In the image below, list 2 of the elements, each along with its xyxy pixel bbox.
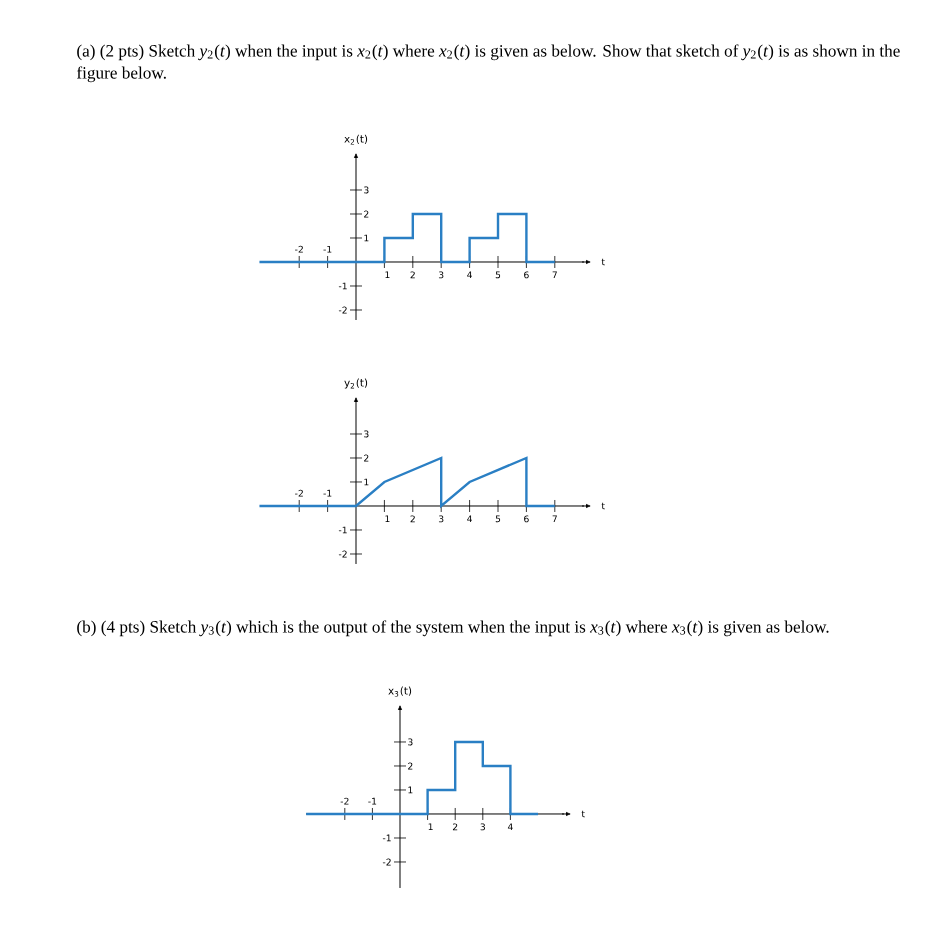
question-text: (a) (2 pts) Sketch y$_{2}$(t) when the input is x$_{2}$(t) where x$_{2}$(t) is given as below. Show that sketch of y$_{2}$(t) is as shown in the figure below. (76, 44, 900, 83)
question-text: (b) (4 pts) Sketch y$_{3}$(t) which is the output of the system when the input is x$_{3}$(t) where x$_{3}$(t) is given as below. (77, 620, 829, 637)
